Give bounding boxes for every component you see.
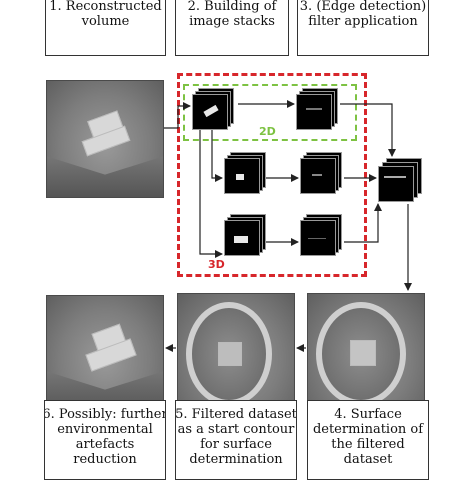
filtered-stack-3d-a [300,152,342,194]
step-2-line-1: 2. Building of [187,0,277,14]
start-contour-volume-image [177,293,295,413]
surface-object [350,340,376,366]
surface-determination-volume-image [307,293,425,413]
step-6-line-2: environmental [57,422,153,437]
step-1-line-2: volume [81,14,130,29]
arrow-3d-b-to-combined [344,203,382,243]
start-contour-ring [186,302,272,406]
step-3-line-1: 3. (Edge detection) [299,0,427,14]
step-5-line-1: 5. Filtered dataset [175,407,297,422]
step-6-line-3: artefacts [75,437,135,452]
combined-filtered-stack [378,158,422,202]
image-stack-3d-input-b [224,214,266,256]
arrow-volume-to-stacks [164,102,191,129]
step-1-line-1: 1. Reconstructed [49,0,162,14]
step-3-box: 3. (Edge detection) filter application [297,0,429,56]
step-1-box: 1. Reconstructed volume [45,0,166,56]
step-5-box: 5. Filtered dataset as a start contour f… [175,400,297,480]
image-stack-2d-input [192,88,234,130]
step-2-line-2: image stacks [189,14,275,29]
step-2-box: 2. Building of image stacks [175,0,289,56]
step-6-box: 6. Possibly: further environmental artef… [44,400,166,480]
region-3d-outline [177,73,367,277]
step-5-line-3: for surface [200,437,272,452]
image-stack-3d-input-a [224,152,266,194]
step-4-line-4: dataset [343,452,393,467]
step-3-line-2: filter application [308,14,418,29]
region-2d-outline [183,84,357,141]
step-4-line-2: determination of [312,422,424,437]
step-4-line-3: the filtered [331,437,405,452]
arrow-2d-to-combined [340,103,396,157]
filtered-stack-3d-b [300,214,342,256]
step-6-line-4: reduction [73,452,137,467]
artefact-reduced-volume-image [46,295,164,413]
start-contour-object [218,342,242,366]
step-6-line-1: 6. Possibly: further [44,407,166,422]
step-4-line-1: 4. Surface [334,407,402,422]
arrow-split-mid [211,130,223,182]
region-3d-label: 3D [208,258,225,271]
step-5-line-2: as a start contour [177,422,295,437]
reconstructed-volume-image [46,80,164,198]
step-5-line-4: determination [189,452,283,467]
filtered-stack-2d [296,88,338,130]
arrow-split-down [199,130,223,258]
region-2d-label: 2D [259,125,276,138]
